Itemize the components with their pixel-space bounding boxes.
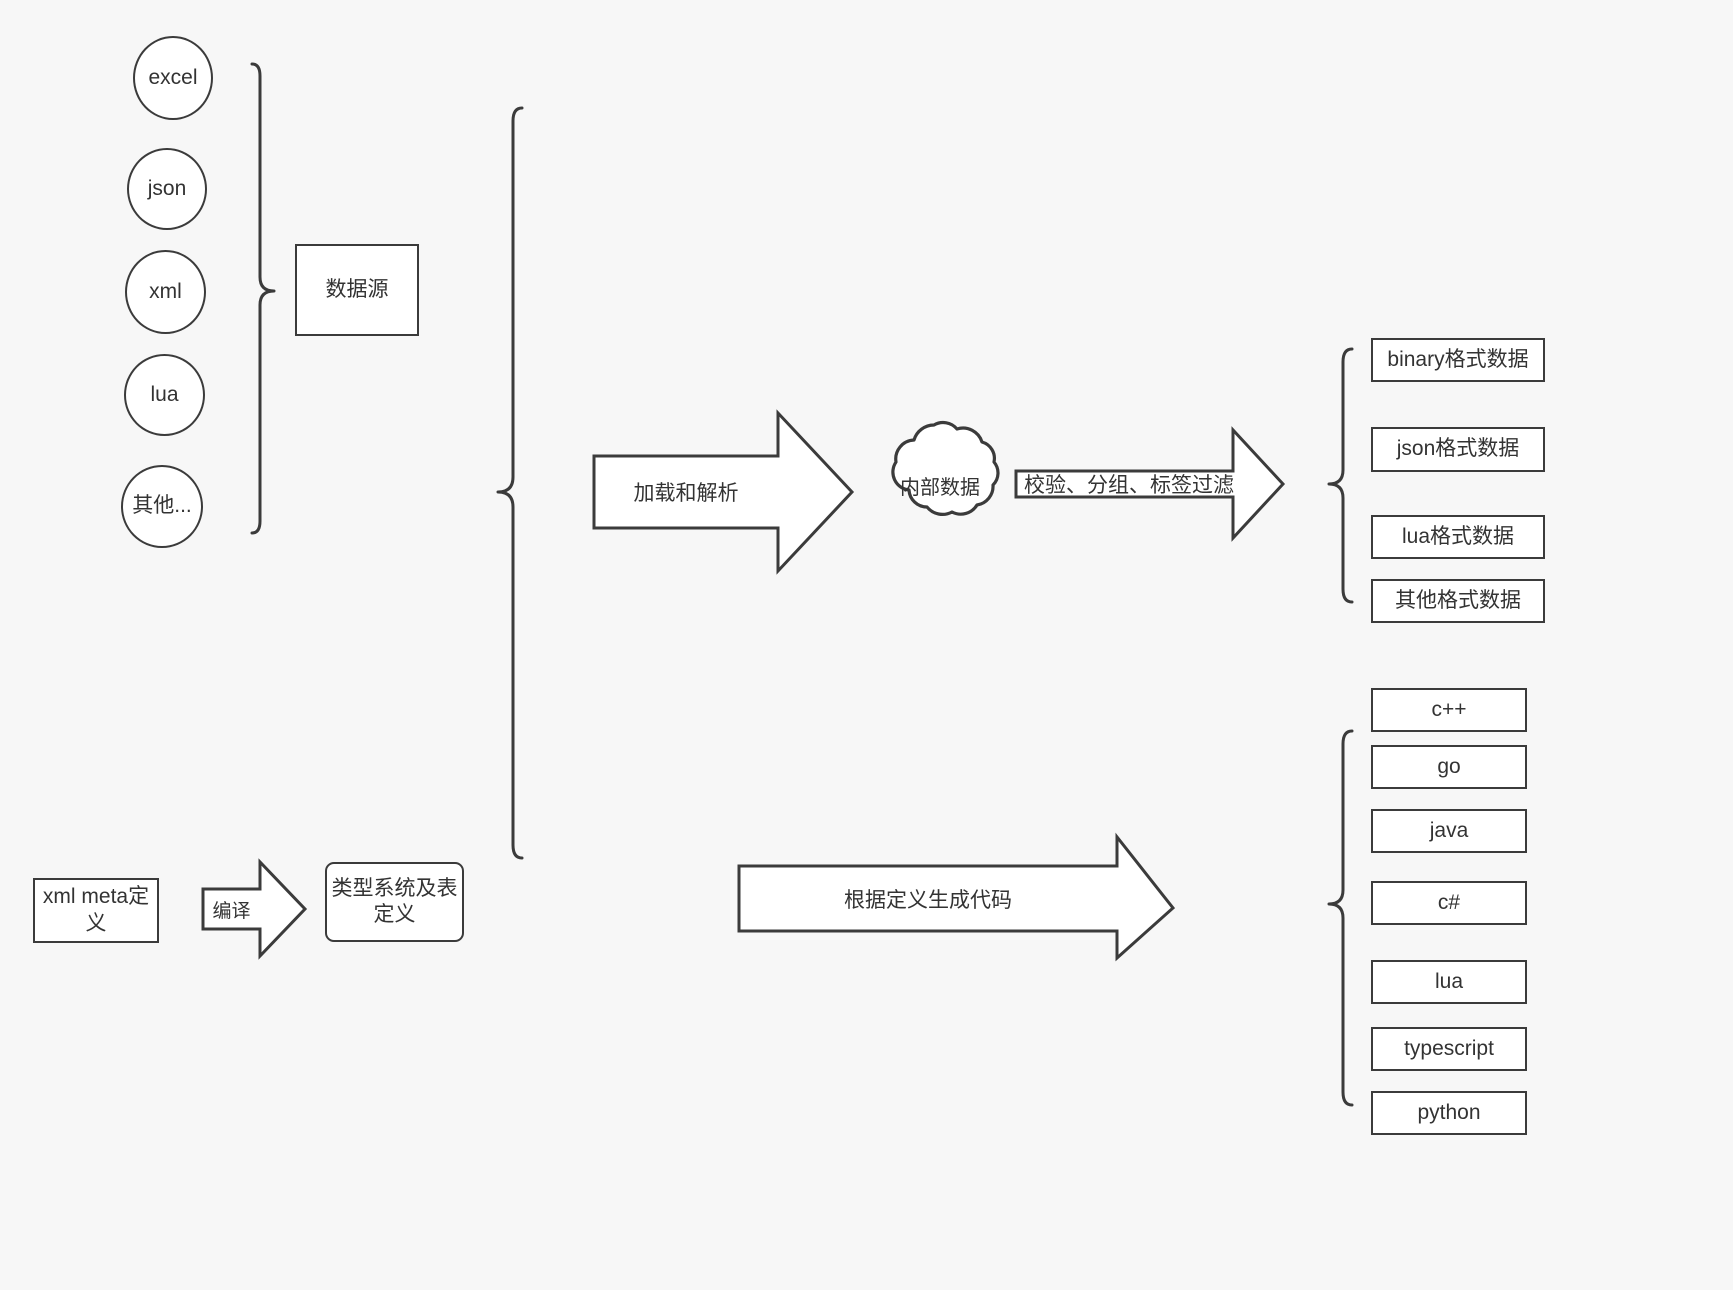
output-format-binary[interactable]: binary格式数据: [1371, 338, 1545, 382]
source-node-lua[interactable]: lua: [124, 354, 205, 436]
xml-meta-definition-box[interactable]: xml meta定 义: [33, 878, 159, 943]
source-node-xml-label: xml: [149, 279, 182, 303]
source-node-excel-label: excel: [148, 65, 198, 89]
xml-meta-definition-line1: xml meta定: [42, 885, 150, 909]
output-language-cpp-label: c++: [1431, 697, 1467, 721]
internal-data-cloud: [891, 420, 1000, 516]
output-format-json[interactable]: json格式数据: [1371, 427, 1545, 472]
output-format-json-label: json格式数据: [1396, 437, 1520, 461]
pipeline-brace: [496, 106, 524, 860]
output-language-cpp[interactable]: c++: [1371, 688, 1527, 732]
output-language-java[interactable]: java: [1371, 809, 1527, 853]
source-node-excel[interactable]: excel: [133, 36, 213, 120]
output-language-typescript-label: typescript: [1404, 1036, 1494, 1060]
output-format-other[interactable]: 其他格式数据: [1371, 579, 1545, 623]
source-node-xml[interactable]: xml: [125, 250, 206, 334]
output-language-csharp[interactable]: c#: [1371, 881, 1527, 925]
source-node-json-label: json: [147, 176, 187, 200]
output-format-binary-label: binary格式数据: [1387, 347, 1529, 371]
source-node-other[interactable]: 其他...: [121, 465, 203, 548]
output-language-lua-label: lua: [1434, 969, 1464, 993]
codegen-arrow: [737, 832, 1176, 962]
output-language-typescript[interactable]: typescript: [1371, 1027, 1527, 1071]
output-format-lua[interactable]: lua格式数据: [1371, 515, 1545, 559]
output-format-other-label: 其他格式数据: [1395, 588, 1521, 612]
type-system-definition-line2: 定义: [373, 903, 416, 926]
internal-data-cloud-label: 内部数据: [900, 476, 980, 499]
source-node-lua-label: lua: [150, 382, 179, 406]
output-language-python-label: python: [1417, 1100, 1481, 1124]
language-brace: [1327, 729, 1354, 1107]
load-parse-arrow: [592, 409, 855, 575]
data-source-box[interactable]: 数据源: [295, 244, 419, 336]
source-node-other-label: 其他...: [132, 494, 192, 518]
sources-brace: [250, 62, 276, 535]
data-format-brace: [1327, 347, 1354, 604]
internal-data-cloud-label-wrap: 内部数据: [890, 468, 990, 502]
source-node-json[interactable]: json: [127, 148, 207, 230]
output-language-csharp-label: c#: [1437, 890, 1461, 914]
output-language-go[interactable]: go: [1371, 745, 1527, 789]
output-language-python[interactable]: python: [1371, 1091, 1527, 1135]
compile-arrow: [201, 858, 308, 960]
filter-arrow: [1014, 426, 1286, 542]
output-format-lua-label: lua格式数据: [1401, 524, 1515, 548]
type-system-definition-line1: 类型系统及表: [331, 876, 458, 900]
output-language-java-label: java: [1429, 818, 1469, 842]
output-language-go-label: go: [1437, 754, 1461, 778]
output-language-lua[interactable]: lua: [1371, 960, 1527, 1004]
xml-meta-definition-line2: 义: [85, 911, 107, 935]
data-source-box-label: 数据源: [325, 277, 389, 301]
type-system-definition-box[interactable]: 类型系统及表 定义: [325, 862, 464, 942]
